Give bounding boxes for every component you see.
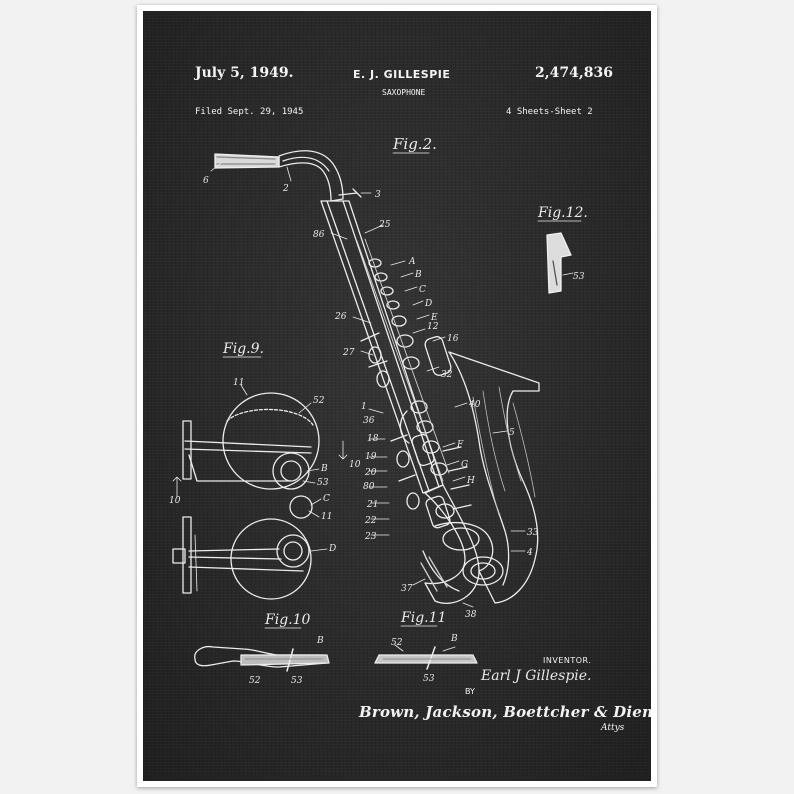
callout-5: 5: [509, 428, 515, 438]
callout-20: 20: [364, 468, 377, 478]
callout-6: 6: [203, 176, 209, 186]
callout-C: C: [419, 285, 426, 295]
poster-frame: July 5, 1949. E. J. GILLESPIE SAXOPHONE …: [137, 5, 657, 787]
fig10-callout-53: 53: [291, 676, 303, 686]
patent-filed-date: Filed Sept. 29, 1945: [195, 107, 304, 117]
fig9-callout-B: B: [320, 464, 328, 474]
callout-2: 2: [282, 184, 289, 194]
callout-37: 37: [401, 584, 413, 594]
callout-33: 33: [527, 528, 539, 538]
fig9-callout-10: 10: [349, 460, 361, 470]
fig11-label: Fig.11: [400, 610, 446, 626]
callout-H: H: [466, 476, 475, 486]
fig9-drawing: [172, 392, 348, 600]
by-label: BY: [465, 687, 475, 696]
callout-12: 12: [427, 322, 439, 332]
attorneys-signature: Brown, Jackson, Boettcher & Dienner: [359, 703, 651, 721]
fig9-labels: 11 52 10 B 53 C 11 D 10: [169, 378, 361, 554]
callout-25: 25: [378, 220, 391, 230]
fig10-label: Fig.10: [264, 612, 311, 628]
fig11-callout-B: B: [450, 634, 458, 644]
fig12-label: Fig.12.: [537, 205, 588, 221]
callout-G: G: [461, 460, 468, 470]
patent-sheet-count: 4 Sheets-Sheet 2: [506, 107, 593, 117]
fig10-callout-B: B: [316, 636, 324, 646]
callout-A: A: [408, 257, 416, 267]
fig9-leaders: [240, 384, 328, 552]
patent-title: SAXOPHONE: [382, 88, 426, 97]
fig12-drawing: 53: [546, 232, 585, 294]
patent-date: July 5, 1949.: [195, 65, 294, 81]
callout-23: 23: [364, 532, 377, 542]
callout-E: E: [430, 313, 438, 323]
fig9-callout-11: 11: [233, 378, 244, 388]
attorneys-suffix: Attys: [601, 723, 625, 733]
callout-80: 80: [363, 482, 375, 492]
patent-inventor-header: E. J. GILLESPIE: [353, 68, 451, 81]
fig11-drawing: [374, 644, 478, 670]
fig9-callout-52: 52: [313, 396, 325, 406]
inventor-name: Earl J Gillespie.: [481, 668, 592, 684]
patent-number: 2,474,836: [535, 65, 613, 81]
fig10-callout-52: 52: [249, 676, 261, 686]
fig9-callout-10b: 10: [169, 496, 181, 506]
fig11-callout-52: 52: [391, 638, 403, 648]
callout-32: 32: [441, 370, 453, 380]
fig12-callout-53: 53: [573, 272, 585, 282]
saxophone-figure: [214, 150, 540, 604]
callout-D: D: [424, 299, 432, 309]
callout-26: 26: [334, 312, 347, 322]
callout-36: 36: [363, 416, 375, 426]
fig11-callout-53: 53: [423, 674, 435, 684]
fig9-callout-11b: 11: [321, 512, 332, 522]
callout-22: 22: [364, 516, 377, 526]
fig2-label: Fig.2.: [392, 135, 437, 153]
patent-drawing: 6 2 3 25 86 A B C D E 26 12 16 27 32 1 3…: [169, 135, 588, 686]
callout-27: 27: [342, 348, 355, 358]
callout-B: B: [414, 270, 422, 280]
fig9-callout-D: D: [328, 544, 336, 554]
figure-labels: Fig.2. Fig.12. Fig.9. Fig.10 Fig.11: [222, 135, 588, 628]
callout-18: 18: [367, 434, 379, 444]
figure-label-underlines: [222, 152, 582, 629]
fig10-labels: B 52 53: [249, 636, 324, 686]
callout-4: 4: [526, 548, 533, 558]
callout-16: 16: [447, 334, 459, 344]
fig2-callouts: [210, 162, 526, 608]
inventor-label: INVENTOR.: [543, 656, 592, 665]
callout-1: 1: [361, 402, 367, 412]
callout-40: 40: [468, 400, 481, 410]
fig11-labels: B 52 53: [391, 634, 458, 684]
callout-F: F: [456, 440, 464, 450]
callout-19: 19: [365, 452, 377, 462]
fig9-callout-53: 53: [317, 478, 329, 488]
fig9-callout-C: C: [323, 494, 330, 504]
patent-sheet: July 5, 1949. E. J. GILLESPIE SAXOPHONE …: [143, 11, 651, 781]
callout-3: 3: [375, 190, 381, 200]
callout-21: 21: [366, 500, 378, 510]
callout-86: 86: [313, 230, 325, 240]
fig10-drawing: [194, 645, 330, 672]
callout-38: 38: [465, 610, 477, 620]
fig2-labels: 6 2 3 25 86 A B C D E 26 12 16 27 32 1 3…: [203, 176, 539, 620]
fig9-label: Fig.9.: [222, 341, 264, 357]
